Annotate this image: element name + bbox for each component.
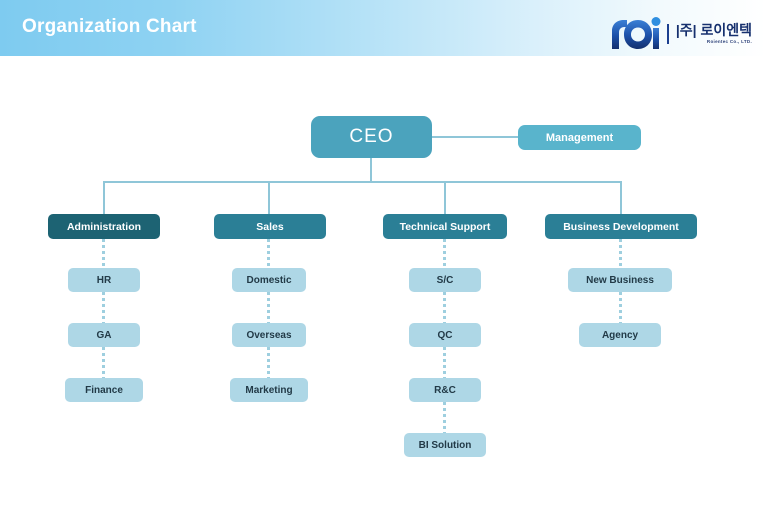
node-sub-ga[interactable]: GA — [68, 323, 140, 347]
connector-dotted-ga-finance — [102, 347, 105, 378]
connector-drop-administration — [103, 181, 105, 214]
connector-drop-business-development — [620, 181, 622, 214]
connector-dotted-administration-hr — [102, 239, 105, 268]
logo-text: |주| 로이엔텍 Roientec Co., LTD. — [676, 23, 752, 45]
node-sub-finance[interactable]: Finance — [65, 378, 143, 402]
page-title: Organization Chart — [22, 16, 197, 37]
node-sub-hr[interactable]: HR — [68, 268, 140, 292]
connector-department-bus — [104, 181, 622, 183]
node-ceo[interactable]: CEO — [311, 116, 432, 158]
connector-dotted-rc-bi-solution — [443, 402, 446, 433]
node-sub-domestic[interactable]: Domestic — [232, 268, 306, 292]
connector-dotted-bd-new-business — [619, 239, 622, 268]
connector-drop-sales — [268, 181, 270, 214]
logo-tagline: Roientec Co., LTD. — [706, 39, 752, 45]
node-sub-qc[interactable]: QC — [409, 323, 481, 347]
node-department-administration[interactable]: Administration — [48, 214, 160, 239]
node-sub-agency[interactable]: Agency — [579, 323, 661, 347]
connector-ceo-management — [432, 136, 518, 138]
node-sub-bi-solution[interactable]: BI Solution — [404, 433, 486, 457]
node-management[interactable]: Management — [518, 125, 641, 150]
connector-dotted-overseas-marketing — [267, 347, 270, 378]
connector-dotted-qc-rc — [443, 347, 446, 378]
roi-logo-mark — [611, 17, 661, 49]
node-sub-sc[interactable]: S/C — [409, 268, 481, 292]
org-chart: CEO Management Administration HR GA Fina… — [0, 56, 766, 525]
node-sub-marketing[interactable]: Marketing — [230, 378, 308, 402]
connector-drop-technical-support — [444, 181, 446, 214]
connector-dotted-domestic-overseas — [267, 292, 270, 323]
connector-dotted-sales-domestic — [267, 239, 270, 268]
company-logo: |주| 로이엔텍 Roientec Co., LTD. — [609, 14, 752, 54]
connector-ceo-stem — [370, 158, 372, 182]
header-bar: Organization Chart |주| 로이엔텍 Roientec Co.… — [0, 0, 766, 56]
connector-dotted-ts-sc — [443, 239, 446, 268]
logo-company-name: |주| 로이엔텍 — [675, 22, 752, 39]
node-department-sales[interactable]: Sales — [214, 214, 326, 239]
node-sub-new-business[interactable]: New Business — [568, 268, 672, 292]
connector-dotted-sc-qc — [443, 292, 446, 323]
node-sub-overseas[interactable]: Overseas — [232, 323, 306, 347]
node-sub-rc[interactable]: R&C — [409, 378, 481, 402]
connector-dotted-hr-ga — [102, 292, 105, 323]
node-department-technical-support[interactable]: Technical Support — [383, 214, 507, 239]
node-department-business-development[interactable]: Business Development — [545, 214, 697, 239]
connector-dotted-new-business-agency — [619, 292, 622, 323]
logo-divider — [666, 24, 669, 44]
